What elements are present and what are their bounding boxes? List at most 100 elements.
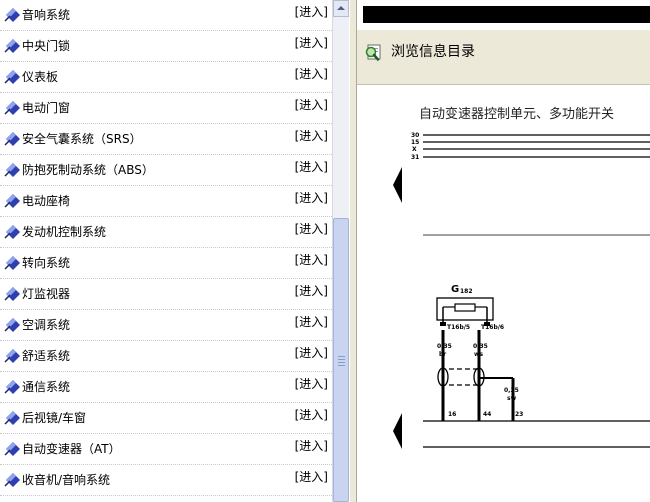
list-item[interactable]: 中央门锁 [进入] (0, 31, 332, 62)
list-item-label: 音响系统 (22, 8, 71, 22)
scroll-up-button[interactable] (333, 0, 349, 17)
list-item-label: 电动门窗 (22, 101, 71, 115)
arrow-up-icon (337, 6, 345, 10)
terminal-right: 23 (515, 411, 523, 418)
list-item-label: 电动座椅 (22, 194, 71, 208)
list-item[interactable]: 舒适系统 [进入] (0, 341, 332, 372)
scroll-thumb[interactable] (333, 218, 349, 502)
list-item[interactable]: 后视镜/车窗 [进入] (0, 403, 332, 434)
bus-label-30: 30 (411, 132, 419, 139)
list-item-label: 防抱死制动系统（ABS） (22, 163, 154, 177)
enter-link[interactable]: [进入] (294, 129, 328, 143)
grip-line (338, 359, 345, 360)
connector-right-label: T16b/6 (481, 324, 504, 331)
blue-diamond-icon (4, 70, 20, 84)
terminal-left: 16 (448, 411, 456, 418)
prev-page-arrow-icon[interactable] (393, 167, 402, 203)
list-item-label: 通信系统 (22, 380, 71, 394)
enter-link[interactable]: [进入] (294, 315, 328, 329)
blue-diamond-icon (4, 318, 20, 332)
blue-diamond-icon (4, 8, 20, 22)
list-item-label: 转向系统 (22, 256, 71, 270)
bus-label-x: X (412, 146, 417, 153)
list-item[interactable]: 电动座椅 [进入] (0, 186, 332, 217)
enter-link[interactable]: [进入] (294, 191, 328, 205)
list-item-label: 灯监视器 (22, 287, 71, 301)
bus-label-31: 31 (411, 154, 419, 161)
blue-diamond-icon (4, 163, 20, 177)
blue-diamond-icon (4, 39, 20, 53)
pane-splitter[interactable] (349, 0, 357, 502)
document-viewer-pane: 浏览信息目录 自动变速器控制单元、多功能开关 30 15 X 31 (357, 0, 650, 502)
list-item-label: 安全气囊系统（SRS） (22, 132, 142, 146)
grip-line (338, 365, 345, 366)
list-item-label: 舒适系统 (22, 349, 71, 363)
list-item[interactable]: 安全气囊系统（SRS） [进入] (0, 124, 332, 155)
blue-diamond-icon (4, 194, 20, 208)
enter-link[interactable]: [进入] (294, 5, 328, 19)
list-item-label: 自动变速器（AT） (22, 442, 121, 456)
list-item-label: 发动机控制系统 (22, 225, 107, 239)
enter-link[interactable]: [进入] (294, 284, 328, 298)
list-item-label: 后视镜/车窗 (22, 411, 87, 425)
magnifier-page-icon[interactable] (364, 43, 382, 61)
list-item[interactable]: 空调系统 [进入] (0, 310, 332, 341)
enter-link[interactable]: [进入] (294, 408, 328, 422)
list-item[interactable]: 仪表板 [进入] (0, 62, 332, 93)
list-item[interactable]: 通信系统 [进入] (0, 372, 332, 403)
power-bus-lines (423, 134, 650, 448)
wiring-diagram: 30 15 X 31 G 182 T16b/5 T16b/6 (393, 132, 650, 449)
list-item-label: 中央门锁 (22, 39, 71, 53)
enter-link[interactable]: [进入] (294, 222, 328, 236)
enter-link[interactable]: [进入] (294, 470, 328, 484)
list-item[interactable]: 音响系统 [进入] (0, 0, 332, 31)
diagram-title: 自动变速器控制单元、多功能开关 (419, 107, 615, 122)
enter-link[interactable]: [进入] (294, 253, 328, 267)
enter-link[interactable]: [进入] (294, 160, 328, 174)
vertical-scrollbar[interactable] (332, 0, 349, 502)
list-item-label: 空调系统 (22, 318, 71, 332)
blue-diamond-icon (4, 442, 20, 456)
component-list-pane: 音响系统[进入]中央门锁[进入]仪表板[进入]电动门窗[进入]安全气囊系统（SR… (0, 0, 332, 496)
enter-link[interactable]: [进入] (294, 67, 328, 81)
list-item[interactable]: 防抱死制动系统（ABS） [进入] (0, 155, 332, 186)
list-item-label: 收音机/音响系统 (22, 473, 111, 487)
enter-link[interactable]: [进入] (294, 346, 328, 360)
bus-label-15: 15 (411, 139, 419, 146)
terminal-mid: 44 (483, 411, 491, 418)
list-item[interactable]: 灯监视器 [进入] (0, 279, 332, 310)
blue-diamond-icon (4, 287, 20, 301)
enter-link[interactable]: [进入] (294, 377, 328, 391)
blue-diamond-icon (4, 349, 20, 363)
prev-page-arrow-icon-lower[interactable] (393, 413, 402, 449)
component-sub-label: 182 (460, 288, 473, 295)
wires (437, 330, 515, 421)
enter-link[interactable]: [进入] (294, 98, 328, 112)
viewer-toolbar: 浏览信息目录 (357, 30, 650, 85)
component-g182: G 182 (436, 284, 494, 322)
connector-left-label: T16b/5 (447, 324, 470, 331)
wiring-diagram-page: 自动变速器控制单元、多功能开关 30 15 X 31 (357, 86, 650, 502)
grip-line (338, 362, 345, 363)
blue-diamond-icon (4, 101, 20, 115)
enter-link[interactable]: [进入] (294, 439, 328, 453)
grip-line (338, 356, 345, 357)
list-item[interactable]: 自动变速器（AT） [进入] (0, 434, 332, 465)
blue-diamond-icon (4, 380, 20, 394)
blue-diamond-icon (4, 132, 20, 146)
list-item[interactable]: 电动门窗 [进入] (0, 93, 332, 124)
blue-diamond-icon (4, 256, 20, 270)
browse-catalog-button[interactable]: 浏览信息目录 (391, 44, 475, 60)
list-item-label: 仪表板 (22, 70, 59, 84)
connector-pins (440, 322, 490, 326)
viewer-header-bar (363, 6, 650, 23)
blue-diamond-icon (4, 225, 20, 239)
viewer-top-bar (357, 0, 650, 30)
blue-diamond-icon (4, 411, 20, 425)
list-item[interactable]: 收音机/音响系统 [进入] (0, 465, 332, 496)
list-item[interactable]: 转向系统 [进入] (0, 248, 332, 279)
component-label: G (451, 284, 459, 295)
list-item[interactable]: 发动机控制系统 [进入] (0, 217, 332, 248)
blue-diamond-icon (4, 473, 20, 487)
enter-link[interactable]: [进入] (294, 36, 328, 50)
